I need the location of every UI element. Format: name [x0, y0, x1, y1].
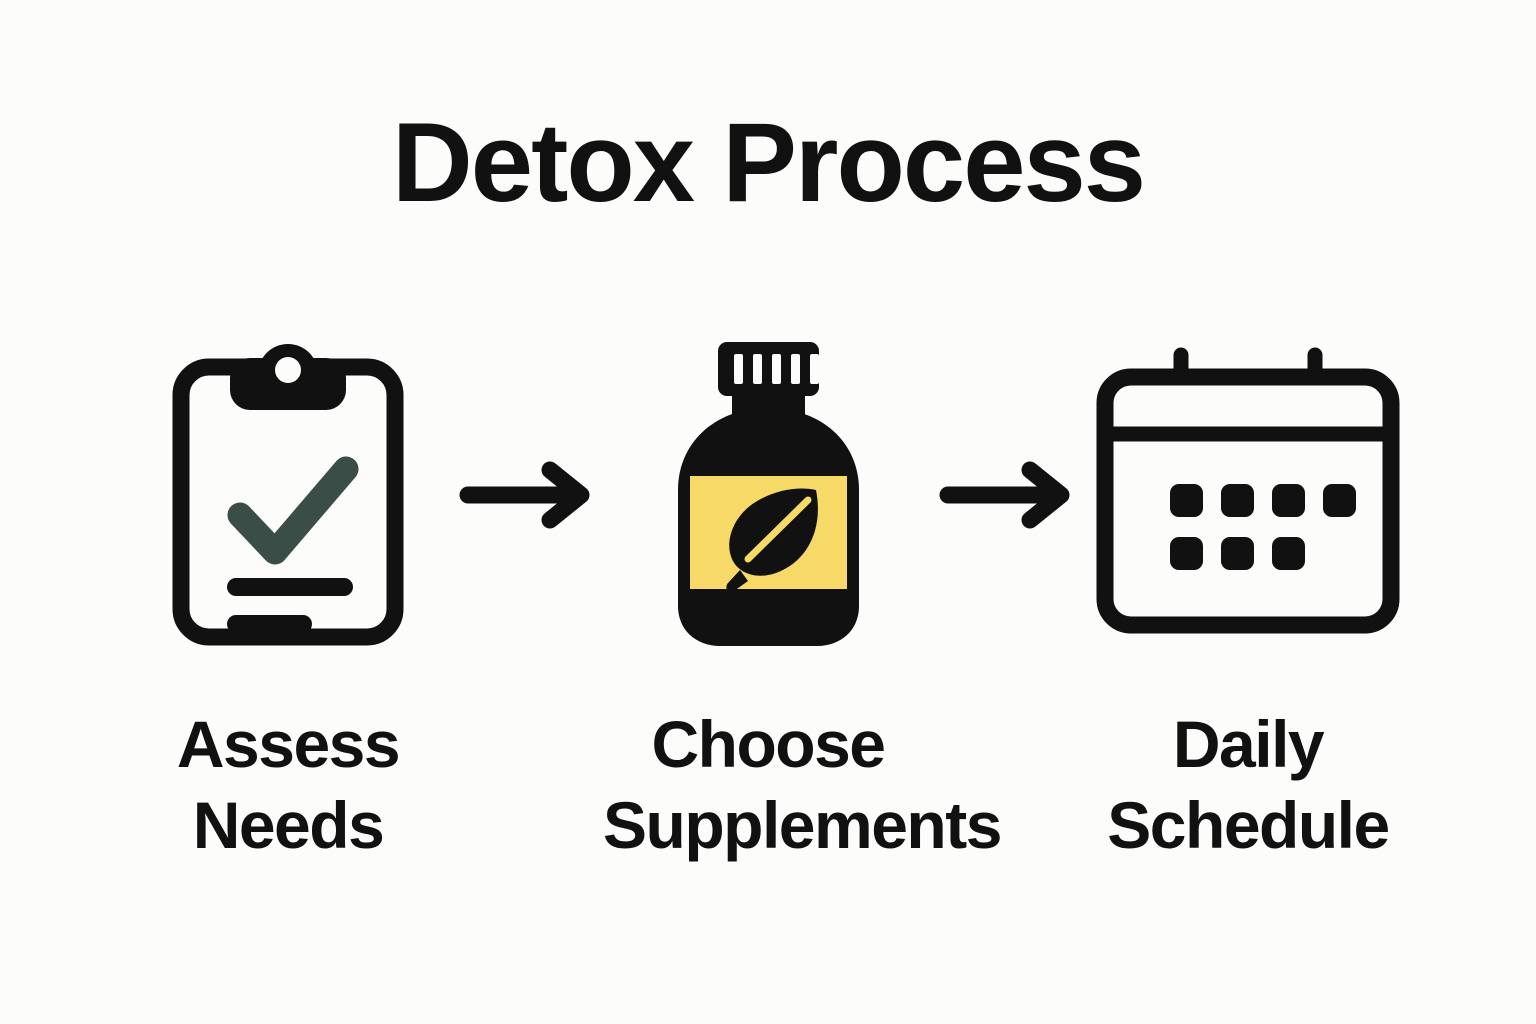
step-1-label-line-1: Assess: [176, 707, 401, 781]
page-title: Detox Process: [391, 100, 1146, 225]
step-2-label: Choose Supplements: [603, 704, 1002, 865]
supplement-bottle-leaf-icon: [656, 338, 881, 653]
clipboard-check-icon: [168, 340, 408, 650]
step-daily-schedule: Daily Schedule: [1083, 330, 1413, 865]
arrow-right-icon: [458, 460, 598, 530]
step-1-label: Assess Needs: [176, 704, 401, 865]
step-3-label-line-2: Schedule: [1107, 787, 1390, 862]
step-2-label-line-1: Choose: [651, 707, 886, 781]
arrow-right-icon: [938, 460, 1078, 530]
step-3-label-line-1: Daily: [1172, 707, 1325, 781]
step-1-label-line-2: Needs: [192, 787, 385, 862]
step-2-label-line-2: Supplements: [603, 787, 1002, 862]
step-3-label: Daily Schedule: [1107, 704, 1390, 865]
calendar-icon: [1093, 345, 1403, 645]
connector-2: [933, 330, 1083, 660]
process-steps-row: Assess Needs: [0, 330, 1536, 890]
step-1-icon-container: [158, 330, 418, 660]
step-2-icon-container: [638, 330, 898, 660]
step-choose-supplements: Choose Supplements: [603, 330, 1002, 865]
step-3-icon-container: [1096, 330, 1400, 660]
step-assess-needs: Assess Needs: [123, 330, 453, 865]
connector-1: [453, 330, 603, 660]
